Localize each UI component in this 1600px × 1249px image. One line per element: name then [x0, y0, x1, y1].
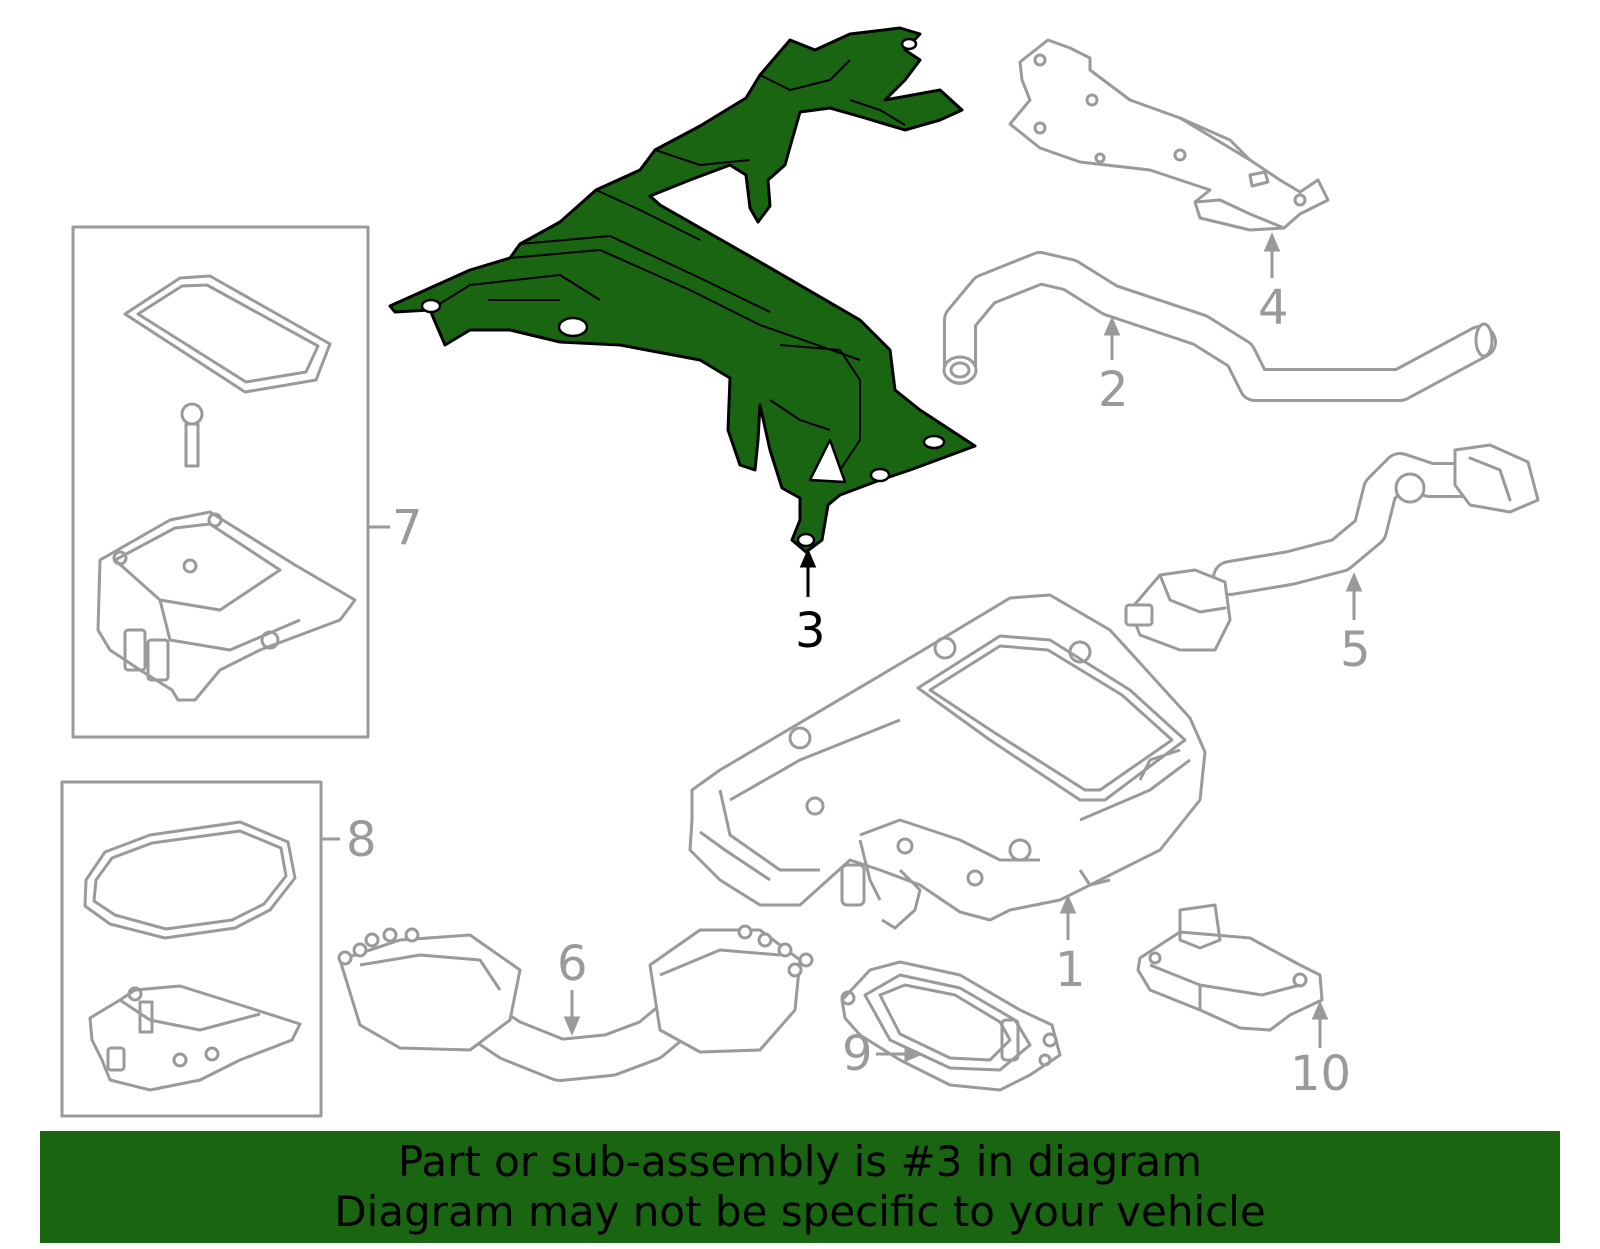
callout-label-6: 6: [557, 936, 588, 992]
callout-arrow-9: [876, 1045, 924, 1063]
callout-label-2: 2: [1098, 362, 1129, 418]
callout-arrow-2: [1103, 316, 1121, 360]
callout-arrow-1: [1059, 894, 1077, 940]
callout-label-10: 10: [1290, 1046, 1352, 1102]
part-5-hose-assembly[interactable]: [1124, 443, 1540, 652]
part-3-bracket[interactable]: [388, 26, 977, 554]
part-8-box[interactable]: [60, 780, 340, 1118]
callout-label-9: 9: [842, 1026, 873, 1082]
callout-label-5: 5: [1340, 622, 1371, 678]
part-2-hose[interactable]: [942, 251, 1497, 402]
part-1-control-unit[interactable]: [688, 593, 1207, 930]
part-7-box[interactable]: [71, 225, 390, 739]
callout-arrow-6: [563, 990, 581, 1036]
callout-label-3: 3: [795, 603, 826, 659]
callout-arrow-3: [799, 548, 817, 597]
callout-arrow-10: [1311, 1000, 1329, 1048]
part-6-crossover[interactable]: [337, 924, 814, 1082]
callout-arrow-4: [1263, 232, 1281, 278]
callout-label-4: 4: [1258, 280, 1289, 336]
part-9-cover[interactable]: [840, 960, 1062, 1092]
callout-label-1: 1: [1055, 942, 1086, 998]
footer-line-disclaimer: Diagram may not be specific to your vehi…: [334, 1187, 1266, 1236]
part-4-bracket[interactable]: [1008, 38, 1330, 232]
part-10-sensor[interactable]: [1136, 903, 1324, 1032]
callout-label-8: 8: [346, 812, 377, 868]
footer-line-part-number: Part or sub-assembly is #3 in diagram: [397, 1137, 1203, 1186]
callout-arrow-5: [1345, 572, 1363, 620]
callout-label-7: 7: [392, 500, 423, 556]
footer-banner: Part or sub-assembly is #3 in diagram Di…: [40, 1131, 1560, 1243]
